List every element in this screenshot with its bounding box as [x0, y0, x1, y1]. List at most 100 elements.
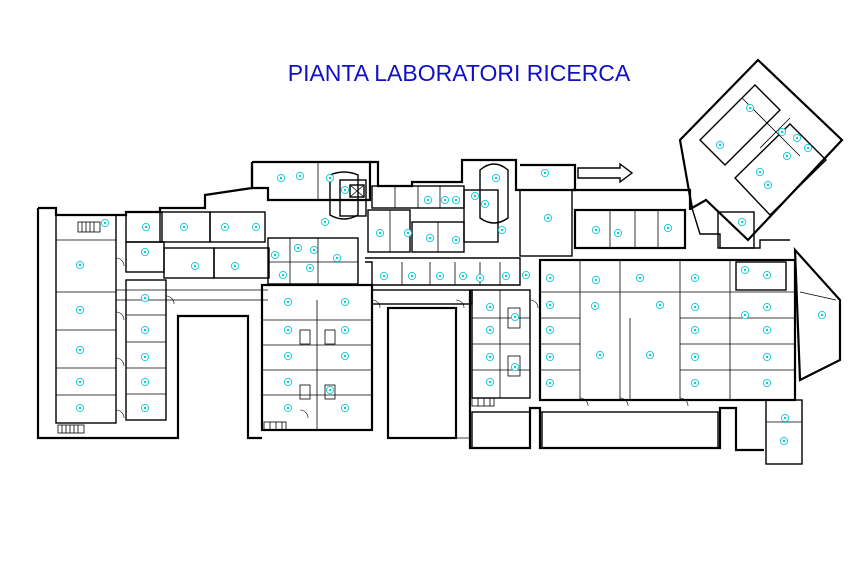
room-tag-dot: [765, 381, 769, 385]
room-tag-dot: [382, 274, 386, 278]
room-tag-dot: [335, 256, 339, 260]
room-tag-dot: [658, 303, 662, 307]
room-tag-dot: [438, 274, 442, 278]
room-tag-dot: [593, 304, 597, 308]
room-tag-dot: [298, 174, 302, 178]
room-tag-dot: [473, 194, 477, 198]
room-tag-dot: [548, 328, 552, 332]
room-tag-dot: [103, 221, 107, 225]
room-tag-dot: [483, 202, 487, 206]
room-tag-dot: [548, 276, 552, 280]
room-tag-dot: [795, 136, 799, 140]
room-tag-dot: [666, 226, 670, 230]
room-tag-dot: [743, 268, 747, 272]
room-tag-dot: [693, 355, 697, 359]
room-tag-dot: [254, 225, 258, 229]
room-tag-dot: [343, 406, 347, 410]
room-tag-dot: [740, 220, 744, 224]
room-tag-dot: [223, 225, 227, 229]
room-tag-dot: [543, 171, 547, 175]
room-tag-dot: [406, 231, 410, 235]
room-tag-dot: [765, 305, 769, 309]
room-tag-dot: [144, 225, 148, 229]
room-tag-dot: [281, 273, 285, 277]
room-tag-dot: [143, 406, 147, 410]
room-tag-dot: [693, 276, 697, 280]
room-tag-dot: [820, 313, 824, 317]
room-tag-dot: [488, 355, 492, 359]
room-tag-dot: [454, 238, 458, 242]
room-tag-dot: [233, 264, 237, 268]
room-tag-dot: [806, 146, 810, 150]
room-tag-dot: [765, 273, 769, 277]
room-tag-dot: [78, 263, 82, 267]
northeast-wing-walls: [678, 58, 844, 249]
room-tag-dot: [343, 354, 347, 358]
room-tag-dot: [443, 198, 447, 202]
room-tag-dot: [693, 305, 697, 309]
room-tag-dot: [616, 231, 620, 235]
room-tag-dot: [296, 246, 300, 250]
central-corridor: [365, 257, 521, 440]
room-tag-dot: [548, 355, 552, 359]
room-tag-dot: [78, 406, 82, 410]
room-tag-dot: [410, 274, 414, 278]
room-tag-dot: [343, 300, 347, 304]
room-tag-dot: [782, 439, 786, 443]
room-tag-dot: [143, 250, 147, 254]
room-tag-dot: [648, 353, 652, 357]
room-tag-dot: [308, 266, 312, 270]
room-tag-dot: [494, 176, 498, 180]
room-tag-dot: [693, 328, 697, 332]
room-tag-dot: [78, 380, 82, 384]
room-tag-dot: [78, 348, 82, 352]
room-tag-dot: [488, 380, 492, 384]
west-wing-walls: [36, 162, 270, 440]
central-west-walls: [250, 158, 577, 432]
room-tag-dot: [638, 276, 642, 280]
east-wing-walls: [735, 247, 842, 465]
room-tag-dot: [513, 365, 517, 369]
room-tag-dot: [193, 264, 197, 268]
room-tag-dot: [143, 296, 147, 300]
room-tag-dot: [143, 328, 147, 332]
room-tag-dot: [279, 176, 283, 180]
room-tag-dot: [454, 198, 458, 202]
room-tag-dot: [504, 274, 508, 278]
room-tag-dot: [426, 198, 430, 202]
room-tag-dot: [428, 236, 432, 240]
room-tag-dot: [780, 130, 784, 134]
room-tag-dot: [143, 380, 147, 384]
room-tag-dot: [488, 305, 492, 309]
room-tag-dot: [323, 220, 327, 224]
room-tag-dot: [78, 308, 82, 312]
room-tag-dot: [548, 381, 552, 385]
room-tag-dot: [693, 381, 697, 385]
room-tag-dot: [182, 225, 186, 229]
room-tag-dot: [286, 300, 290, 304]
room-tag-dot: [513, 315, 517, 319]
room-tag-dot: [273, 253, 277, 257]
room-tag-dot: [378, 231, 382, 235]
room-tag-dot: [286, 406, 290, 410]
room-tag-dot: [548, 303, 552, 307]
room-tag-dot: [546, 216, 550, 220]
room-tag-dot: [524, 273, 528, 277]
room-tag-dot: [718, 143, 722, 147]
room-tag-dot: [500, 228, 504, 232]
room-tag-dot: [785, 154, 789, 158]
room-tag-dot: [478, 276, 482, 280]
door-swings: [115, 257, 689, 419]
room-tag-dot: [286, 380, 290, 384]
room-tag-dot: [343, 328, 347, 332]
stairs-west: [57, 221, 101, 434]
room-tag-dot: [328, 176, 332, 180]
room-tag-dot: [765, 355, 769, 359]
room-tag-dot: [343, 188, 347, 192]
room-tag-dot: [312, 248, 316, 252]
room-tag-dot: [594, 228, 598, 232]
room-tag-dot: [143, 355, 147, 359]
room-tag-dot: [594, 278, 598, 282]
room-tag-dot: [748, 106, 752, 110]
